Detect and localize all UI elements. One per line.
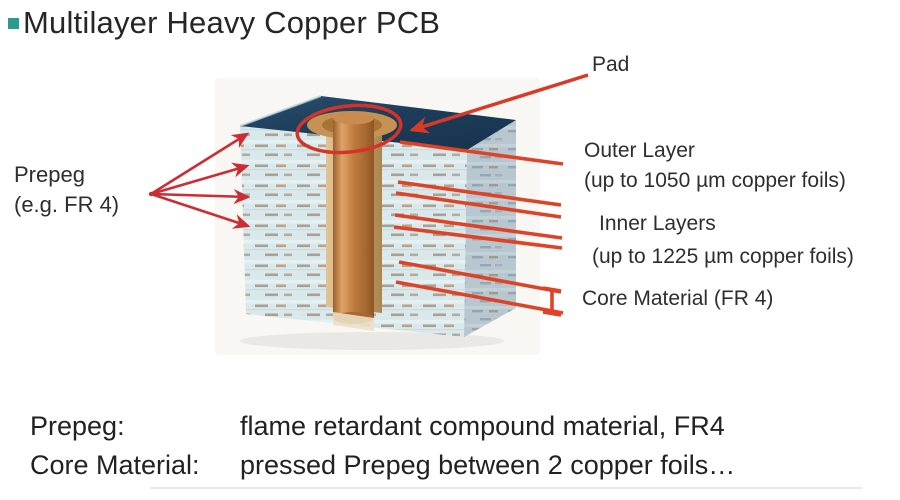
- definition-term: Core Material:: [30, 450, 200, 480]
- label-inner-layers-spec: (up to 1225 µm copper foils): [592, 245, 854, 268]
- core-bracket-cap-bottom: [542, 310, 562, 317]
- core-leader-bottom: [395, 280, 564, 315]
- core-bracket-cap-top: [542, 286, 562, 293]
- pcb-block: [239, 95, 516, 337]
- page-title: Multilayer Heavy Copper PCB: [23, 5, 441, 40]
- inner-leader-4: [393, 225, 563, 250]
- via-top: [333, 111, 374, 125]
- leader-lines: [393, 140, 564, 317]
- block-shadow: [240, 332, 504, 350]
- label-outer-layer-spec: (up to 1050 µm copper foils): [584, 169, 846, 192]
- outer-layer-leader: [399, 140, 564, 166]
- label-prepeg: Prepeg (e.g. FR 4): [14, 162, 120, 217]
- title-row: Multilayer Heavy Copper PCB: [8, 6, 440, 40]
- inner-leader-3: [394, 213, 563, 240]
- definition-term: Prepeg:: [30, 411, 125, 441]
- label-inner-layers: Inner Layers: [599, 212, 716, 235]
- fan-origin-dot: [148, 191, 154, 197]
- label-outer-layer: Outer Layer: [584, 139, 695, 162]
- prepeg-arrow-1: [150, 132, 250, 196]
- prepeg-arrow-2: [150, 162, 250, 196]
- definitions-block: Prepeg: flame retardant compound materia…: [30, 409, 735, 482]
- bottom-notch: [333, 312, 374, 331]
- label-pad: Pad: [592, 53, 630, 76]
- prepeg-arrow-3: [150, 188, 251, 205]
- prepeg-fan-arrows: [148, 132, 251, 229]
- core-leader-top: [398, 260, 562, 294]
- pad-arrow: [409, 73, 589, 134]
- pad-highlight-ellipse: [295, 103, 403, 155]
- top-edge-highlight: [239, 95, 322, 127]
- bottom-edge-line: [150, 487, 862, 489]
- definition-description: pressed Prepeg between 2 copper foils…: [240, 450, 736, 480]
- label-core-material: Core Material (FR 4): [582, 287, 774, 310]
- inner-leader-1: [397, 180, 562, 207]
- inner-leader-2: [395, 191, 562, 219]
- bullet-square-icon: [8, 18, 19, 29]
- prepeg-arrow-4: [150, 192, 251, 229]
- definition-description: flame retardant compound material, FR4: [240, 411, 725, 441]
